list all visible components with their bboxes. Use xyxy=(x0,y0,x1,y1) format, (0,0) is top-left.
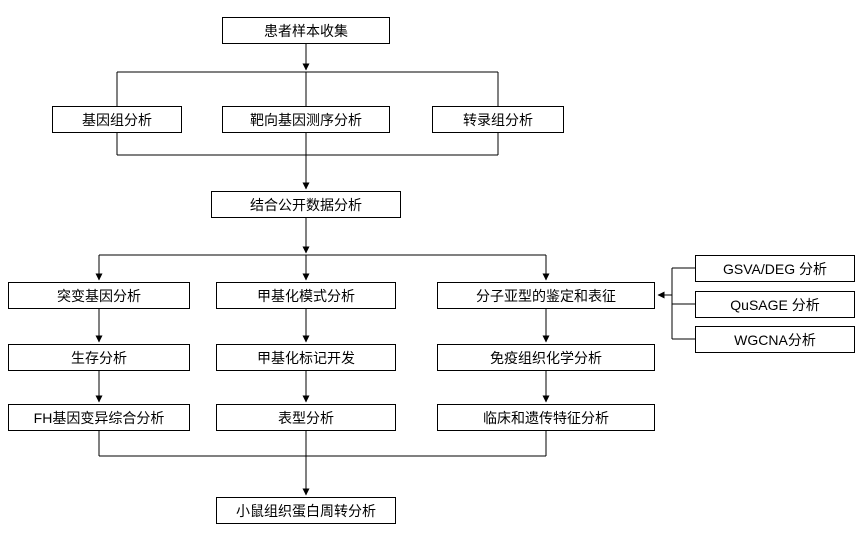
node-patient-sample: 患者样本收集 xyxy=(222,17,390,44)
node-qusage-analysis: QuSAGE 分析 xyxy=(695,291,855,318)
node-mouse-protein-turnover: 小鼠组织蛋白周转分析 xyxy=(216,497,396,524)
node-molecular-subtype: 分子亚型的鉴定和表征 xyxy=(437,282,655,309)
node-methylation-pattern-analysis: 甲基化模式分析 xyxy=(216,282,396,309)
node-public-data-analysis: 结合公开数据分析 xyxy=(211,191,401,218)
node-wgcna-analysis: WGCNA分析 xyxy=(695,326,855,353)
node-genome-analysis: 基因组分析 xyxy=(52,106,182,133)
node-survival-analysis: 生存分析 xyxy=(8,344,190,371)
node-mutation-gene-analysis: 突变基因分析 xyxy=(8,282,190,309)
node-clinical-genetic-analysis: 临床和遗传特征分析 xyxy=(437,404,655,431)
node-methylation-marker-development: 甲基化标记开发 xyxy=(216,344,396,371)
node-phenotype-analysis: 表型分析 xyxy=(216,404,396,431)
node-fh-variant-analysis: FH基因变异综合分析 xyxy=(8,404,190,431)
node-gsva-deg-analysis: GSVA/DEG 分析 xyxy=(695,255,855,282)
node-transcriptome-analysis: 转录组分析 xyxy=(432,106,564,133)
node-immunohistochemistry-analysis: 免疫组织化学分析 xyxy=(437,344,655,371)
node-targeted-sequencing: 靶向基因测序分析 xyxy=(222,106,390,133)
